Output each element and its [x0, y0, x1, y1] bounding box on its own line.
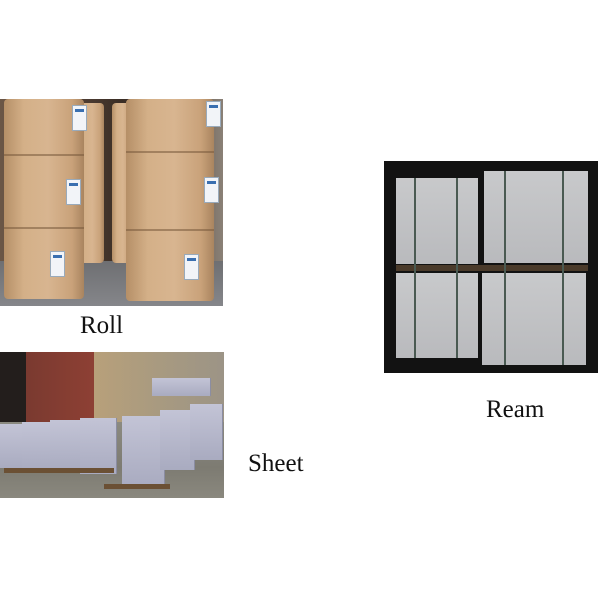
roll-label: [72, 105, 87, 131]
sheet-bundle: [152, 378, 211, 396]
roll-caption: Roll: [80, 312, 124, 339]
sheet-bundle: [190, 404, 223, 460]
ream-stack: [482, 273, 586, 365]
roll-label: [50, 251, 65, 277]
roll-label: [66, 179, 81, 205]
roll-photo: [0, 99, 223, 306]
sheet-bundle: [122, 416, 165, 486]
pallet: [4, 468, 114, 473]
sheet-bundle: [80, 418, 117, 474]
sheet-bundle: [160, 410, 195, 470]
ream-stack: [396, 178, 478, 264]
roll-label: [204, 177, 219, 203]
sheet-caption: Sheet: [248, 450, 304, 477]
sheet-photo: [0, 352, 224, 498]
ream-stack: [484, 171, 588, 263]
roll-label: [184, 254, 199, 280]
pallet: [396, 265, 588, 271]
sheet-bundle: [22, 422, 53, 470]
roll-label: [206, 101, 221, 127]
ream-photo: [384, 161, 598, 373]
sheet-bundle: [50, 420, 83, 470]
ream-caption: Ream: [486, 396, 545, 423]
ream-stack: [396, 273, 478, 358]
paper-roll-stack-left: [4, 99, 87, 299]
pallet: [104, 484, 170, 489]
paper-roll-stack-right: [126, 99, 221, 301]
